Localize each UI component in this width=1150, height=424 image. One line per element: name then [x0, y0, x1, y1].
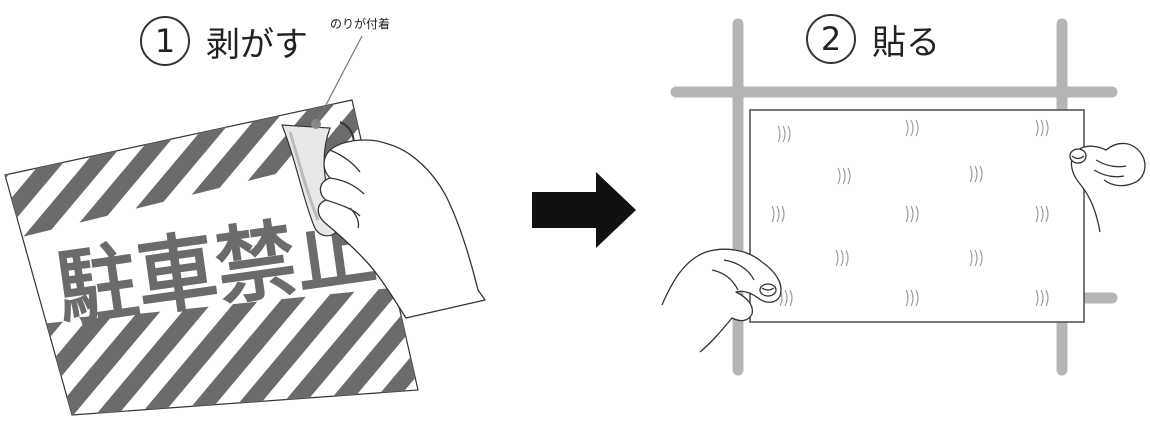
step1-title: 1 剥がす	[140, 16, 308, 66]
step1-label: 剥がす	[206, 17, 308, 66]
left-hand-icon	[662, 249, 781, 352]
film-sheet	[750, 110, 1084, 322]
step1-number: 1	[140, 16, 190, 66]
arrow-right-icon	[532, 172, 636, 248]
step2-number: 2	[806, 14, 856, 64]
step2-label: 貼る	[872, 15, 940, 64]
glue-note-label: のりが付着	[330, 15, 390, 32]
step2-title: 2 貼る	[806, 14, 940, 64]
